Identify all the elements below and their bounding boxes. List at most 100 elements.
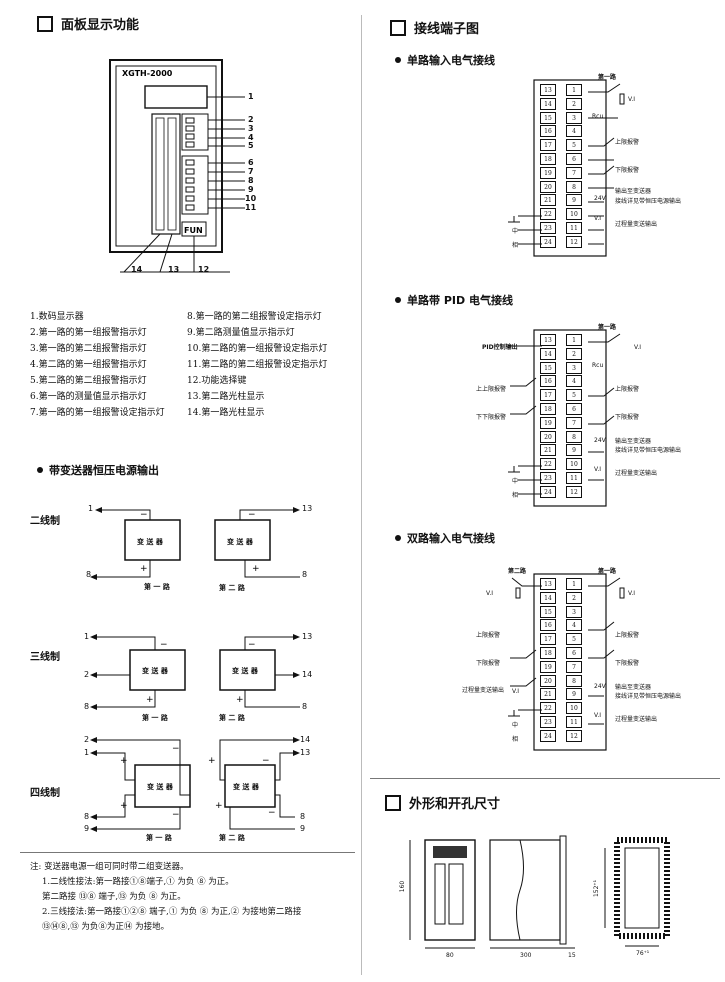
transmitter-out-label: 输出至变送器: [615, 188, 652, 195]
svg-text:+: +: [252, 564, 260, 574]
four-wire-label: 四线制: [30, 788, 60, 799]
transmitter-section-title-text: 带变送器恒压电源输出: [49, 464, 159, 477]
terminal-left: 19: [540, 416, 556, 429]
device-front-panel-diagram: XGTH-2000 FUN: [109, 59, 245, 273]
terminal-left: 13: [540, 334, 556, 346]
panel-function-title-text: 面板显示功能: [61, 18, 140, 33]
terminal-number: 8: [302, 702, 308, 711]
svg-text:−: −: [160, 640, 168, 650]
xiang-label: 相: [512, 242, 519, 249]
dim-80: 80: [446, 952, 454, 959]
terminal-number: 1: [84, 632, 90, 641]
svg-text:+: +: [140, 564, 148, 574]
terminal-left: 16: [540, 619, 556, 632]
terminal-right: 9: [566, 444, 582, 457]
bullet-icon: [37, 467, 43, 473]
vi-label: V.I: [594, 712, 602, 719]
terminal-diagram-title-text: 接线端子图: [414, 22, 480, 37]
terminal-number: 8: [86, 570, 92, 579]
terminal-right: 6: [566, 153, 582, 165]
svg-text:+: +: [120, 801, 128, 811]
svg-text:−: −: [140, 510, 148, 520]
legend-item: 12.功能选择键: [187, 376, 247, 386]
terminal-number: 9: [84, 824, 90, 833]
down-down-alarm-label: 下下限报警: [476, 414, 507, 421]
terminal-left: 24: [540, 235, 556, 248]
terminal-left: 18: [540, 647, 556, 659]
svg-text:+: +: [120, 756, 128, 766]
terminal-number: 14: [302, 670, 313, 679]
terminal-right: 3: [566, 361, 582, 374]
terminal-left: 14: [540, 591, 556, 604]
terminal-right: 2: [566, 591, 582, 604]
two-wire-label: 二线制: [30, 516, 60, 527]
note-line: 注: 变送器电源一组可同时带二组变送器。: [30, 862, 189, 872]
terminal-left: 19: [540, 660, 556, 673]
terminal-left: 22: [540, 208, 556, 221]
fun-key-label: FUN: [184, 226, 203, 235]
terminal-right: 8: [566, 430, 582, 443]
process-out-label: 过程量变送输出: [615, 470, 658, 477]
terminal-left: 14: [540, 347, 556, 360]
vi-label: V.I: [486, 590, 494, 597]
terminal-number: 2: [84, 670, 90, 679]
up-up-alarm-label: 上上限报警: [476, 386, 507, 393]
dim-300: 300: [520, 952, 532, 959]
terminal-right: 6: [566, 647, 582, 659]
route-2-label: 第二路: [508, 568, 527, 575]
route-1-label: 第一路: [598, 568, 617, 575]
terminal-left: 17: [540, 389, 556, 402]
zhong-label: 中: [512, 722, 519, 729]
zhong-label: 中: [512, 478, 519, 485]
vi-label: V.I: [594, 215, 602, 222]
legend-item: 4.第二路的第一组报警指示灯: [30, 360, 147, 370]
dual-input-terminal-diagram: [508, 573, 625, 751]
terminal-right: 10: [566, 208, 582, 221]
route-2-label: 第 二 路: [219, 584, 245, 592]
terminal-right: 2: [566, 97, 582, 110]
terminal-left: 19: [540, 166, 556, 179]
terminal-number: 1: [88, 504, 94, 513]
dim-152: 152⁺¹: [593, 879, 601, 898]
terminal-left: 23: [540, 472, 556, 484]
terminal-left: 16: [540, 125, 556, 138]
transmitter-block-label: 变 送 器: [147, 783, 173, 791]
transmitter-out-label: 输出至变送器: [615, 438, 652, 445]
legend-item: 9.第二路测量值显示指示灯: [187, 328, 295, 338]
terminal-right: 3: [566, 605, 582, 618]
terminal-left: 15: [540, 361, 556, 374]
xiang-label: 相: [512, 492, 519, 499]
terminal-right: 12: [566, 729, 582, 742]
single-pid-title-text: 单路带 PID 电气接线: [407, 294, 513, 307]
terminal-right: 5: [566, 633, 582, 646]
v24-label: 24V: [594, 195, 606, 202]
transmitter-wiring-diagram: − + − + − + − + + − + − + − + −: [90, 507, 300, 832]
single-input-title-text: 单路输入电气接线: [407, 54, 495, 67]
route-1-label: 第一路: [598, 74, 617, 81]
checkbox-square-icon: [37, 15, 53, 32]
note-line: 2.三线接法:第一路接①②⑧ 端子,① 为负 ⑧ 为正,② 为接地第二路接: [42, 907, 302, 917]
terminal-left: 20: [540, 674, 556, 687]
terminal-left: 15: [540, 111, 556, 124]
terminal-number: 8: [302, 570, 308, 579]
process-out-label: 过程量变送输出: [615, 221, 658, 228]
svg-text:+: +: [215, 801, 223, 811]
legend-item: 2.第一路的第一组报警指示灯: [30, 328, 147, 338]
terminal-left: 13: [540, 84, 556, 96]
upper-alarm-label: 上限报警: [615, 386, 640, 393]
callout-10: 10: [245, 194, 257, 203]
lower-alarm-label: 下限报警: [476, 660, 501, 667]
route-1-label: 第 一 路: [144, 583, 170, 591]
device-model-label: XGTH-2000: [122, 69, 173, 78]
svg-text:+: +: [208, 756, 216, 766]
terminal-right: 11: [566, 222, 582, 234]
svg-text:−: −: [248, 510, 256, 520]
legend-item: 11.第二路的第二组报警设定指示灯: [187, 360, 328, 370]
transmitter-block-label: 变 送 器: [232, 667, 258, 675]
terminal-left: 17: [540, 139, 556, 152]
bullet-icon: [395, 535, 401, 541]
terminal-right: 7: [566, 166, 582, 179]
terminal-right: 3: [566, 111, 582, 124]
vi-label: V.I: [634, 344, 642, 351]
callout-5: 5: [248, 141, 254, 150]
